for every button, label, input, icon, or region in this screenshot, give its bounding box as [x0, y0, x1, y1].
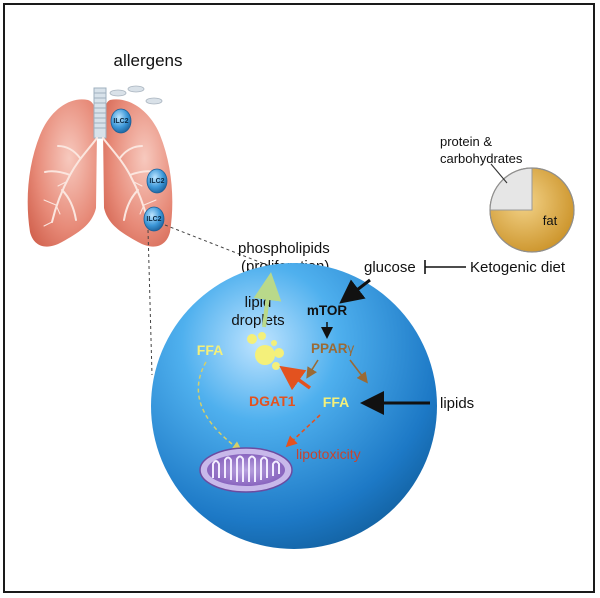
dgat1-label: DGAT1: [249, 393, 296, 409]
ppar-to-ffa-arrow: [349, 359, 368, 384]
glucose-label: glucose: [364, 259, 416, 276]
ketogenic-inhibits-glucose-connector: [424, 260, 466, 274]
lipotoxicity-label: lipotoxicity: [296, 446, 361, 462]
pie-callout-line: [490, 163, 508, 184]
phospholipids-label: phospholipids: [238, 240, 330, 257]
ppar-to-dgat1-arrow: [306, 359, 319, 379]
ilc2-top-label: ILC2: [113, 118, 128, 125]
allergen-particles: [109, 85, 163, 105]
protein-label: protein &: [440, 134, 492, 149]
lipids-label: lipids: [440, 395, 474, 412]
carbohydrates-label: carbohydrates: [440, 151, 523, 166]
glucose-to-mtor-arrow: [339, 278, 371, 304]
lipid-droplets: [247, 332, 284, 370]
ilc2-cell-top: ILC2: [110, 108, 132, 134]
ffa-to-mitochondrion-arrow: [197, 361, 243, 452]
ffa-center-label: FFA: [323, 394, 349, 410]
ilc2-middle-label: ILC2: [149, 178, 164, 185]
figure-frame: [3, 3, 595, 593]
dgat1-to-droplets-arrow: [279, 365, 312, 391]
droplets-label: droplets: [231, 312, 284, 329]
ffa-left-label: FFA: [197, 342, 223, 358]
ffa-to-lipotoxicity-arrow: [285, 414, 321, 448]
fat-label: fat: [543, 213, 558, 228]
mtor-label: mTOR: [307, 303, 348, 318]
zoom-lines: [147, 224, 337, 376]
ppar-label: PPARγ: [311, 341, 355, 356]
ilc2-bottom-label: ILC2: [146, 216, 161, 223]
allergens-label: allergens: [114, 51, 183, 70]
ketogenic-diet-label: Ketogenic diet: [470, 259, 566, 276]
diet-pie-chart: [489, 167, 575, 253]
droplets-to-phospholipids-arrow: [253, 272, 282, 328]
ilc2-cell-bottom: ILC2: [143, 206, 165, 232]
mitochondrion-icon: [199, 447, 293, 493]
ilc2-cell-middle: ILC2: [146, 168, 168, 194]
